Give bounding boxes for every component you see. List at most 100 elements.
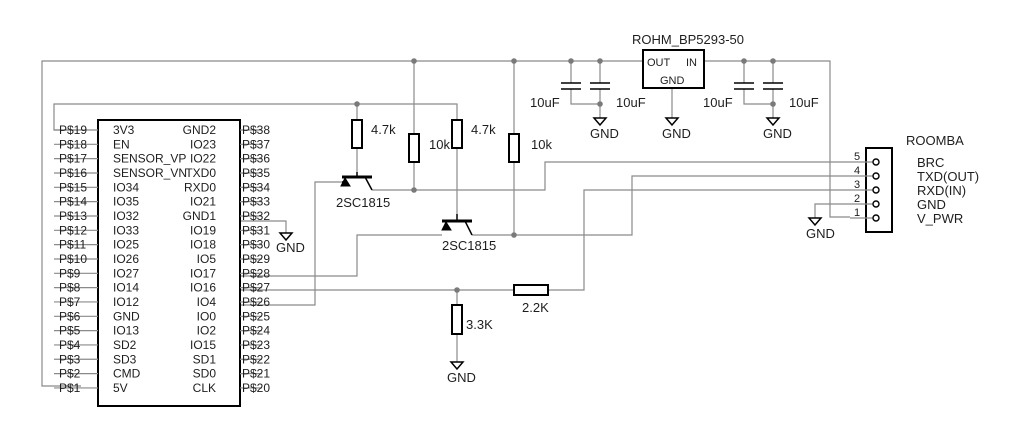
wire-c12-bot [570,89,600,105]
port-label: P$17 [59,152,87,166]
resistor-r6: 3.3K [451,304,493,335]
pin-label: SD3 [113,352,137,366]
port-label: P$20 [242,381,270,395]
resistor-body [451,119,463,149]
pin-label: IO18 [190,238,216,252]
port-label: P$10 [59,252,87,266]
pin-label: 3V3 [113,123,135,137]
pin-label: IO5 [197,252,217,266]
wire-c34-bot [743,89,773,105]
port-label: P$6 [59,309,81,323]
port-label: P$8 [59,281,81,295]
port-label: P$22 [242,352,270,366]
port-label: P$25 [242,309,270,323]
junction [568,58,574,64]
ground-label: GND [662,126,691,141]
port-label: P$27 [242,281,270,295]
transistor-arrow [340,176,351,187]
transistor-arrow [441,220,452,231]
regulator-out-pin: OUT [647,57,671,69]
capacitor-c3: 10uF [703,82,754,110]
connector-pin-number: 5 [854,151,860,163]
regulator-gnd-pin: GND [660,75,685,87]
ground-gnd1: GND [276,232,305,255]
transistor-emitter [464,220,473,236]
resistor-body [508,133,520,163]
connector-pin-number: 1 [854,207,860,219]
resistor-value: 10k [429,137,450,152]
pin-label: CMD [113,367,141,381]
left-pin-labels: 3V3ENSENSOR_VPSENSOR_VNIO34IO35IO32IO33I… [113,123,187,395]
resistor-value: 4.7k [371,122,396,137]
wire-q1-emitter [372,161,850,191]
pin-label: IO21 [190,195,216,209]
pin-label: GND1 [183,209,217,223]
port-label: P$38 [242,123,270,137]
pin-label: IO23 [190,137,216,151]
resistor-r4: 10k [508,133,552,163]
pin-label: IO17 [190,266,216,280]
pin-label: IO0 [197,309,217,323]
port-label: P$4 [59,338,81,352]
wire-5v-rail [41,60,643,387]
ground-c12: GND [590,117,619,141]
port-label: P$36 [242,152,270,166]
port-label: P$12 [59,223,87,237]
pin-label: IO19 [190,223,216,237]
resistor-value: 3.3K [466,317,493,332]
port-label: P$31 [242,223,270,237]
pin-label: SD1 [193,352,217,366]
connector-pin-label: BRC [917,155,944,170]
ground-label: GND [806,226,835,241]
ground-symbol-icon [765,117,781,127]
port-label: P$5 [59,324,81,338]
pin-label: GND [113,309,140,323]
left-pin-leads [54,129,98,389]
ground-symbol-icon [592,117,608,127]
pin-label: SD0 [193,367,217,381]
junction [511,232,517,238]
transistor-label: 2SC1815 [336,195,390,210]
resistor-body [451,304,463,335]
transistor-q1: 2SC1815 [336,172,390,210]
port-label: P$23 [242,338,270,352]
pin-label: IO26 [113,252,139,266]
pin-label: IO27 [113,266,139,280]
port-label: P$24 [242,324,270,338]
ground-symbol-icon [449,361,465,371]
capacitor-value: 10uF [789,95,819,110]
port-label: P$3 [59,352,81,366]
ground-symbol-icon [278,232,294,242]
pin-label: IO32 [113,209,139,223]
ground-regulator: GND [662,117,691,141]
pin-label: IO14 [113,281,139,295]
transistor-emitter [364,176,373,191]
regulator-name: ROHM_BP5293-50 [632,32,744,47]
port-label: P$9 [59,266,81,280]
port-label: P$29 [242,252,270,266]
resistor-value: 10k [531,137,552,152]
wire-rxd [548,189,850,291]
right-port-labels: P$38P$37P$36P$35P$34P$33P$32P$31P$30P$29… [242,123,270,395]
connector-pin-icon [872,214,880,222]
ground-symbol-icon [807,217,823,227]
port-label: P$14 [59,195,87,209]
connector-pin-icon [872,158,880,166]
pin-label: IO34 [113,180,139,194]
wire-q2-emitter [472,175,850,236]
junction [597,101,603,107]
connector-pin-number: 4 [854,165,860,177]
resistor-r5: 2.2K [513,284,549,315]
pin-label: IO4 [197,295,217,309]
wire-gnd1 [240,220,287,233]
ground-divider: GND [447,361,476,385]
module-body [97,119,241,407]
port-label: P$35 [242,166,270,180]
port-label: P$1 [59,381,81,395]
ground-label: GND [276,240,305,255]
ground-label: GND [590,126,619,141]
junction [511,58,517,64]
wire-io17 [240,234,442,277]
connector-pin-label: TXD(OUT) [917,169,979,184]
